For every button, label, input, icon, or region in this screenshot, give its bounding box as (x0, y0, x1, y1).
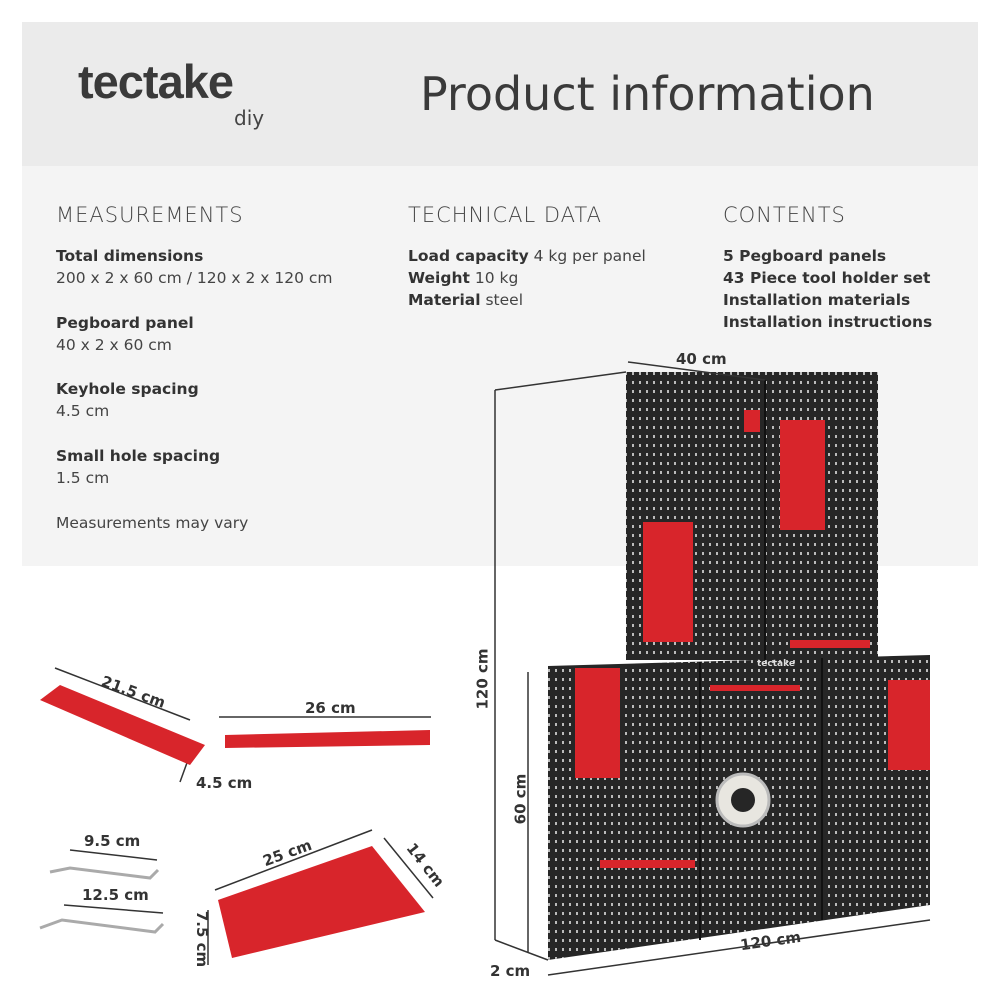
tool-holders (575, 410, 930, 868)
contents-heading: CONTENTS (723, 203, 846, 227)
technical-list: Load capacity 4 kg per panel Weight 10 k… (408, 245, 646, 311)
brand-logo: tectake (78, 55, 234, 108)
technical-heading: TECHNICAL DATA (408, 203, 602, 227)
page-title: Product information (420, 67, 875, 121)
contents-item: Installation materials (723, 291, 911, 309)
label: Pegboard panel (56, 314, 194, 332)
label: Material (408, 291, 481, 309)
measurement-note: Measurements may vary (56, 514, 249, 532)
value: 200 x 2 x 60 cm / 120 x 2 x 120 cm (56, 269, 333, 287)
value: 4.5 cm (56, 402, 110, 420)
board-logo: tectake (757, 659, 795, 669)
dim-panel-height: 60 cm (511, 773, 530, 825)
dim-hook-long: 12.5 cm (82, 886, 149, 904)
header-band (22, 22, 978, 166)
dim-wrench-holder-height: 7.5 cm (193, 910, 212, 968)
contents-item: 5 Pegboard panels (723, 247, 887, 265)
value: 4 kg per panel (533, 247, 646, 265)
label: Weight (408, 269, 470, 287)
dim-depth: 2 cm (490, 962, 531, 980)
measurement-item: Pegboard panel 40 x 2 x 60 cm (56, 312, 194, 356)
measurement-item: Small hole spacing 1.5 cm (56, 445, 220, 489)
measurement-item: Total dimensions 200 x 2 x 60 cm / 120 x … (56, 245, 332, 289)
dim-total-height: 120 cm (473, 648, 492, 710)
label: Small hole spacing (56, 447, 221, 465)
contents-item: Installation instructions (723, 313, 933, 331)
value: 1.5 cm (56, 469, 110, 487)
measurements-heading: MEASUREMENTS (56, 203, 244, 227)
value: 10 kg (474, 269, 519, 287)
tool-rail (225, 730, 430, 748)
dim-panel-width: 40 cm (676, 350, 727, 368)
measurement-item: Keyhole spacing 4.5 cm (56, 378, 199, 422)
dim-rail: 26 cm (305, 699, 356, 717)
label: Load capacity (408, 247, 529, 265)
contents-item: 43 Piece tool holder set (723, 269, 931, 287)
brand-sub: diy (234, 106, 265, 130)
bit-holder (40, 685, 205, 765)
value: steel (485, 291, 524, 309)
wrench-holder (218, 846, 425, 958)
hooks (39, 866, 165, 934)
dim-bit-holder-height: 4.5 cm (196, 774, 253, 792)
value: 40 x 2 x 60 cm (56, 336, 172, 354)
contents-list: 5 Pegboard panels 43 Piece tool holder s… (723, 245, 932, 333)
dim-hook-short: 9.5 cm (84, 832, 141, 850)
label: Total dimensions (56, 247, 204, 265)
label: Keyhole spacing (56, 380, 199, 398)
